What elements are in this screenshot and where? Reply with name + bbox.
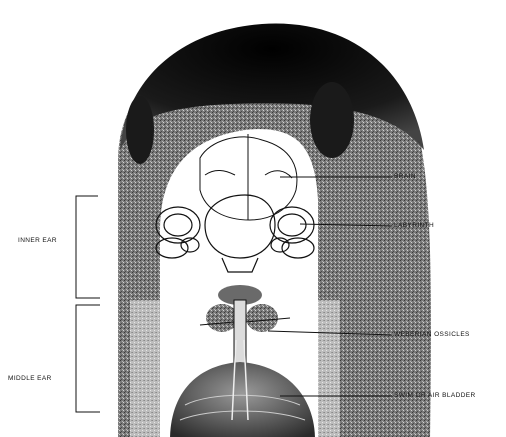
inner-ear-label: INNER EAR: [18, 238, 57, 245]
right-flank: [318, 300, 340, 437]
left-eye-shape: [126, 96, 154, 164]
inner-ear-bracket: [76, 196, 100, 298]
labyrinth-label: LABYRINTH: [394, 223, 434, 230]
swim-bladder-label: SWIM OR AIR BLADDER: [394, 393, 476, 400]
middle-ear-label: MIDDLE EAR: [8, 376, 52, 383]
right-eye-shape: [310, 82, 354, 158]
brain-label: BRAIN: [394, 174, 416, 181]
left-flank: [130, 300, 160, 437]
weberian-ossicles-label: WEBERIAN OSSICLES: [394, 332, 470, 339]
middle-ear-bracket: [76, 305, 100, 412]
